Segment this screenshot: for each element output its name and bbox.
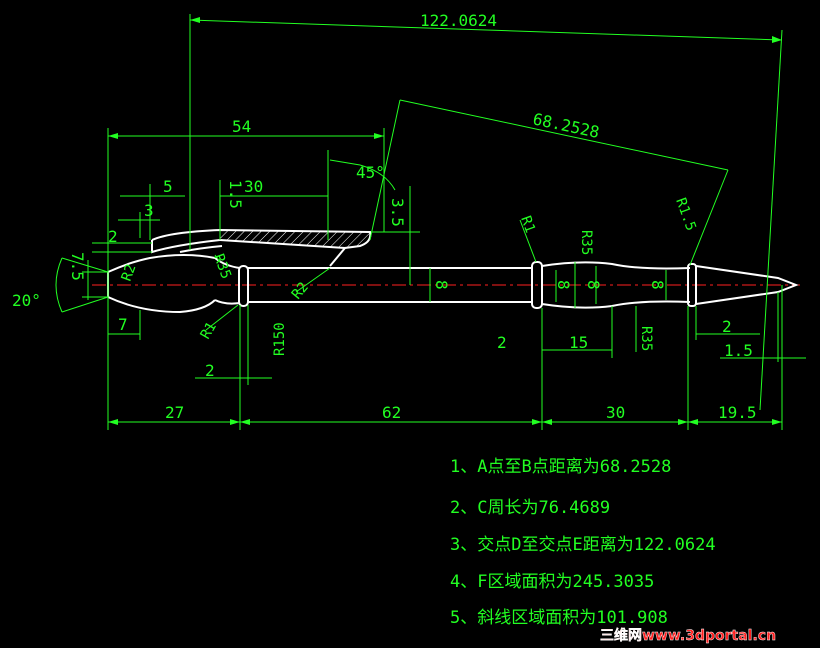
dim-19-5: 19.5: [718, 403, 757, 422]
dim-54: 54: [232, 117, 251, 136]
dim-8-c: 8: [584, 280, 603, 290]
dim-8-a: 8: [432, 280, 451, 290]
dim-8-b: 8: [554, 280, 573, 290]
arrowheads: [108, 17, 782, 425]
dim-2-right: 2: [497, 333, 507, 352]
dim-30-top: 30: [244, 177, 263, 196]
dim-30-bot: 30: [606, 403, 625, 422]
dim-2-right2: 2: [722, 317, 732, 336]
dimension-texts: 122.0624 68.2528 54 30 5 3 2 1.5 7.5 20°…: [12, 11, 757, 422]
dim-5: 5: [163, 177, 173, 196]
dim-2-left: 2: [108, 227, 118, 246]
radius-r35-b: R35: [578, 230, 594, 255]
dim-overall: 122.0624: [420, 11, 497, 30]
note-item: 3、交点D至交点E距离为122.0624: [450, 535, 716, 555]
dim-45deg: 45°: [356, 163, 385, 182]
radius-r1-5: R1.5: [672, 196, 699, 233]
dim-27: 27: [165, 403, 184, 422]
radius-r1-right: R1: [517, 214, 538, 235]
dim-2-mid: 2: [205, 361, 215, 380]
dim-3: 3: [144, 201, 154, 220]
watermark: 三维网www.3dportal.cn: [600, 627, 776, 644]
dim-7-5: 7.5: [68, 252, 87, 281]
dim-7: 7: [118, 315, 128, 334]
radius-r1-left: R1: [198, 319, 220, 342]
dim-1-5-right: 1.5: [724, 341, 753, 360]
dim-8-d: 8: [648, 280, 667, 290]
note-item: 2、C周长为76.4689: [450, 498, 610, 518]
dim-15: 15: [569, 333, 588, 352]
radius-r2-left: R2: [119, 262, 140, 283]
note-item: 5、斜线区域面积为101.908: [450, 608, 668, 628]
dim-1-5-top: 1.5: [226, 180, 245, 209]
part-outline: [107, 228, 799, 314]
dim-62: 62: [382, 403, 401, 422]
note-item: 1、A点至B点距离为68.2528: [450, 457, 671, 477]
note-item: 4、F区域面积为245.3035: [450, 572, 654, 592]
dim-slant: 68.2528: [531, 109, 601, 142]
hatched-region: [219, 229, 371, 249]
radius-r35-c: R35: [638, 326, 654, 351]
dimension-lines: [55, 14, 806, 430]
dim-20deg: 20°: [12, 291, 41, 310]
notes-list: 1、A点至B点距离为68.2528 2、C周长为76.4689 3、交点D至交点…: [450, 457, 716, 628]
radius-r150: R150: [272, 322, 288, 356]
radius-r35-a: R35: [210, 252, 234, 281]
dim-3-5: 3.5: [388, 198, 407, 227]
